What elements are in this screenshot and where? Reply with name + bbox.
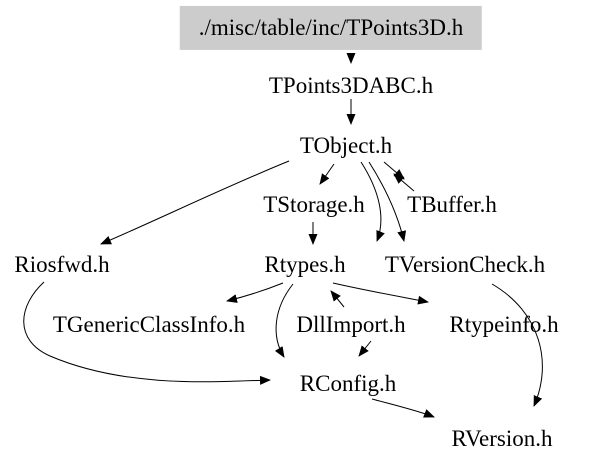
edge-Rtypes-to-TGenericClassInfo	[226, 282, 284, 303]
graph-node-TVersionCheck[interactable]: TVersionCheck.h	[384, 251, 546, 277]
edge-TVersionCheck-to-RVersion	[491, 283, 543, 407]
graph-node-Rtypeinfo[interactable]: Rtypeinfo.h	[449, 311, 559, 337]
edge-TObject-to-TStorage	[319, 163, 335, 185]
edge-Rtypes-to-Rtypeinfo	[332, 282, 429, 305]
edge-DllImport-to-Rtypes	[330, 290, 345, 308]
graph-node-RVersion[interactable]: RVersion.h	[451, 425, 553, 451]
edge-RConfig-to-RVersion	[371, 398, 435, 418]
edge-TObject-to-TBuffer	[383, 161, 405, 180]
graph-node-TPoints3DABC[interactable]: TPoints3DABC.h	[268, 72, 434, 98]
graph-node-RConfig[interactable]: RConfig.h	[299, 370, 397, 396]
edge-Rtypes-to-RConfig	[274, 283, 294, 358]
edge-TBuffer-to-TObject	[393, 173, 415, 192]
graph-node-TStorage[interactable]: TStorage.h	[263, 191, 365, 217]
graph-node-TPoints3D: ./misc/table/inc/TPoints3D.h	[179, 5, 483, 51]
graph-node-TBuffer[interactable]: TBuffer.h	[407, 191, 497, 217]
graph-node-TObject[interactable]: TObject.h	[299, 132, 393, 158]
edge-TObject-to-TVersionCheck	[368, 161, 407, 242]
edges-group	[23, 53, 543, 418]
edge-DllImport-to-RConfig	[358, 340, 372, 357]
graph-node-TGenericClassInfo[interactable]: TGenericClassInfo.h	[52, 311, 246, 337]
graph-node-Riosfwd[interactable]: Riosfwd.h	[14, 251, 110, 277]
graph-node-DllImport[interactable]: DllImport.h	[296, 311, 406, 337]
edge-TObject-to-Riosfwd	[100, 160, 290, 245]
graph-node-Rtypes[interactable]: Rtypes.h	[264, 251, 346, 277]
